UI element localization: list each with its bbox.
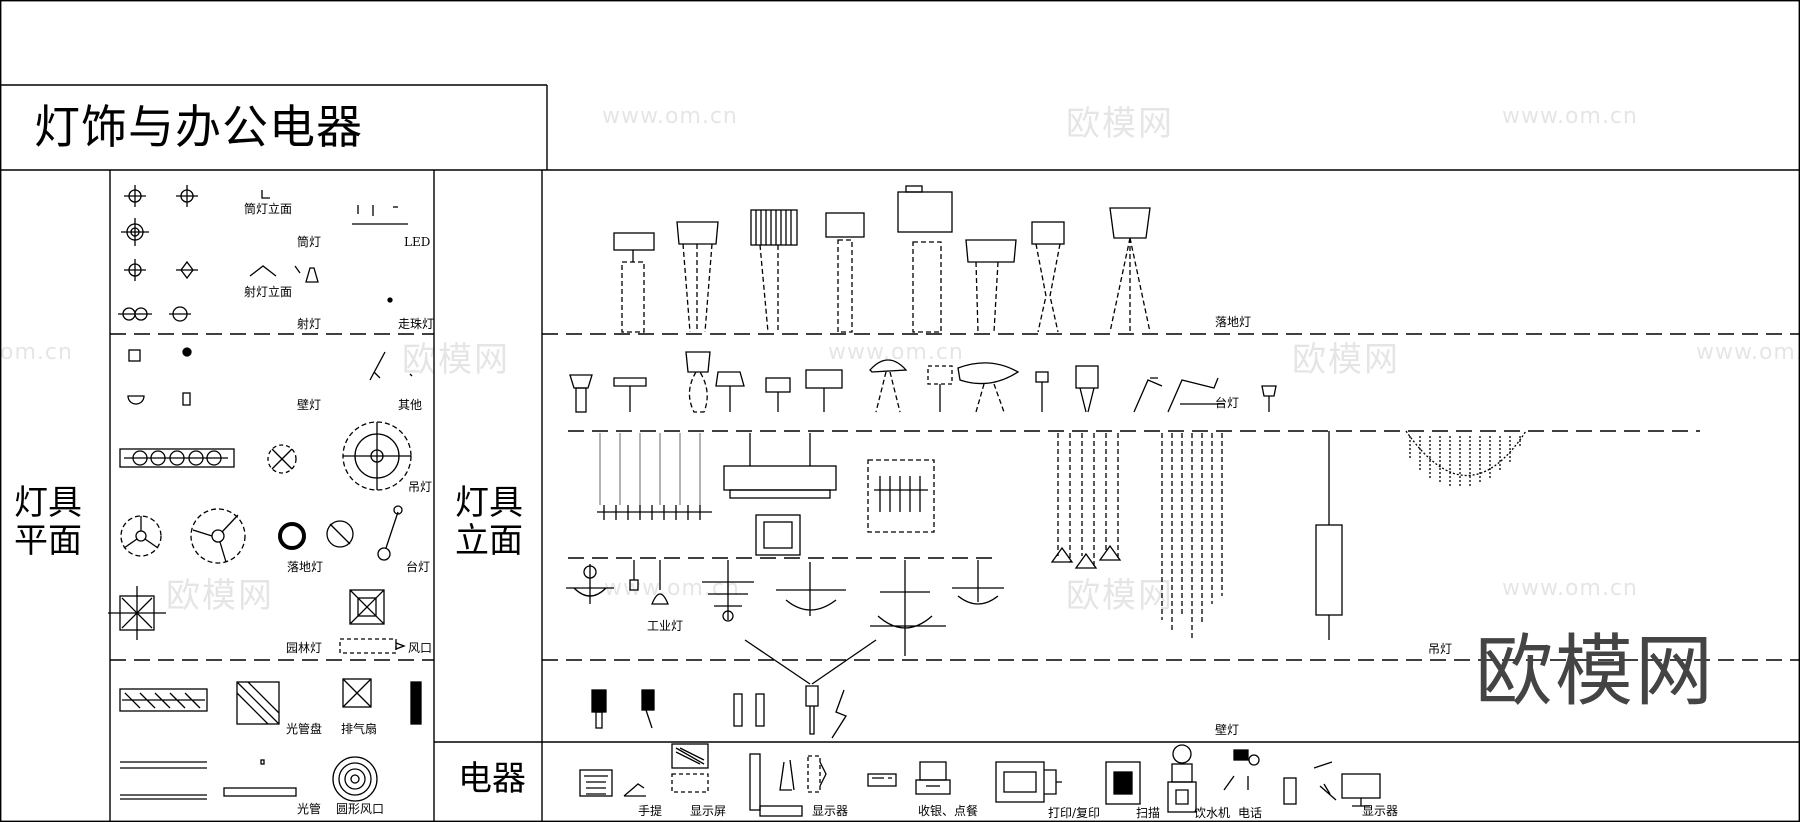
label-elev-wall-lamp: 壁灯 xyxy=(1215,723,1240,737)
label-elev-floor-lamp: 落地灯 xyxy=(1215,315,1252,329)
wall-lamp-symbol xyxy=(127,347,192,406)
label-track-light: 走珠灯 xyxy=(398,317,435,331)
screen-symbol xyxy=(671,743,709,793)
label-printer: 打印/复印 xyxy=(1048,806,1101,820)
label-spotlight: 射灯 xyxy=(297,317,322,331)
watermark-url: www.om.cn xyxy=(604,576,740,601)
dashed-separators xyxy=(110,333,1800,661)
label-pendant: 吊灯 xyxy=(408,480,433,494)
appliance-symbols xyxy=(579,743,1381,817)
downlight-symbol xyxy=(121,185,198,246)
label-monitor: 显示器 xyxy=(812,804,849,818)
track-light-symbol xyxy=(387,297,393,303)
label-downlight: 筒灯 xyxy=(297,235,322,249)
watermark-url: om.cn xyxy=(0,340,73,365)
scanner-symbol xyxy=(1105,761,1141,805)
spotlight-symbol xyxy=(118,259,198,322)
watermark-name: 欧模网 xyxy=(402,340,510,380)
label-led: LED xyxy=(404,235,431,249)
round-vent-symbol xyxy=(332,756,378,802)
pos-symbol xyxy=(867,761,951,795)
elevation-symbols xyxy=(566,185,1527,739)
watermark-name: 欧模网 xyxy=(166,576,274,616)
brand-watermark: 欧模网 xyxy=(1475,627,1716,717)
dispenser-symbol xyxy=(1167,744,1197,813)
label-elev-industrial: 工业灯 xyxy=(647,619,684,633)
chandelier-elevations xyxy=(566,560,1004,656)
table-lamp-plan-symbol xyxy=(326,505,403,561)
floor-lamp-elevations xyxy=(613,185,1151,333)
watermark-url: www.om.cn xyxy=(602,104,738,129)
label-elev-pendant: 吊灯 xyxy=(1428,642,1453,656)
phone-symbol xyxy=(1223,749,1260,791)
spot-elevation-symbol xyxy=(249,265,319,283)
floor-lamp-plan-symbol xyxy=(120,508,307,564)
downlight-elevation-symbol xyxy=(261,190,270,199)
label-wall-lamp: 壁灯 xyxy=(297,398,322,412)
label-garden-lamp: 园林灯 xyxy=(286,641,323,655)
label-scanner: 扫描 xyxy=(1136,806,1161,820)
label-exhaust-fan: 排气扇 xyxy=(341,722,378,736)
plan-symbols xyxy=(108,185,422,802)
exhaust-fan-symbol xyxy=(342,678,372,708)
table-lamp-elevations xyxy=(569,351,1277,413)
section-label: 灯具 平面 xyxy=(14,483,82,561)
handheld-symbol xyxy=(579,769,613,797)
other-symbol xyxy=(369,351,413,381)
page-title: 灯饰与办公电器 xyxy=(34,100,363,154)
label-vent: 风口 xyxy=(408,641,433,655)
watermark-name: 欧模网 xyxy=(1066,576,1174,616)
label-table-lamp: 台灯 xyxy=(406,560,431,574)
printer-symbol xyxy=(995,761,1062,803)
watermark-url: www.om.cn xyxy=(1502,104,1638,129)
label-other: 其他 xyxy=(398,398,423,412)
section-fixtures-plan: 灯具 平面 xyxy=(14,484,82,560)
monitor-symbol xyxy=(749,753,827,817)
wall-lamp-elevations xyxy=(591,639,877,739)
label-tube: 光管 xyxy=(297,802,322,816)
pendant-elevations xyxy=(597,430,1527,640)
label-pos: 收银、点餐 xyxy=(918,804,979,818)
label-spot-elevation: 射灯立面 xyxy=(244,285,293,299)
label-tube-panel: 光管盘 xyxy=(286,722,323,736)
vent-symbol xyxy=(339,638,406,654)
monitor2-symbol xyxy=(1283,761,1381,807)
label-phone: 电话 xyxy=(1238,806,1263,820)
watermark-name: 欧模网 xyxy=(1066,104,1174,144)
label-floor-lamp: 落地灯 xyxy=(287,560,324,574)
led-symbol xyxy=(352,205,408,225)
laptop-symbol xyxy=(623,783,646,797)
label-screen: 显示屏 xyxy=(690,804,727,818)
garden-lamp-symbol xyxy=(108,586,385,640)
tube-symbol xyxy=(120,759,297,800)
section-label: 灯具 立面 xyxy=(455,483,523,561)
label-round-vent: 圆形风口 xyxy=(336,802,385,816)
section-fixtures-elevation: 灯具 立面 xyxy=(455,484,523,560)
tube-panel-symbol xyxy=(119,681,280,725)
watermark-url: www.om.cn xyxy=(1696,340,1800,365)
tube-panel-bar xyxy=(410,681,422,725)
watermark-url: www.om.cn xyxy=(828,340,964,365)
label-handheld: 手提 xyxy=(638,804,663,818)
watermark-name: 欧模网 xyxy=(1292,340,1400,380)
label-elev-table-lamp: 台灯 xyxy=(1215,396,1240,410)
label-downlight-elevation: 筒灯立面 xyxy=(244,202,293,216)
label-monitor2: 显示器 xyxy=(1362,804,1399,818)
label-dispenser: 饮水机 xyxy=(1194,806,1231,820)
section-appliances: 电器 xyxy=(458,759,526,799)
pendant-strip-symbol xyxy=(119,421,412,491)
watermark-url: www.om.cn xyxy=(1502,576,1638,601)
